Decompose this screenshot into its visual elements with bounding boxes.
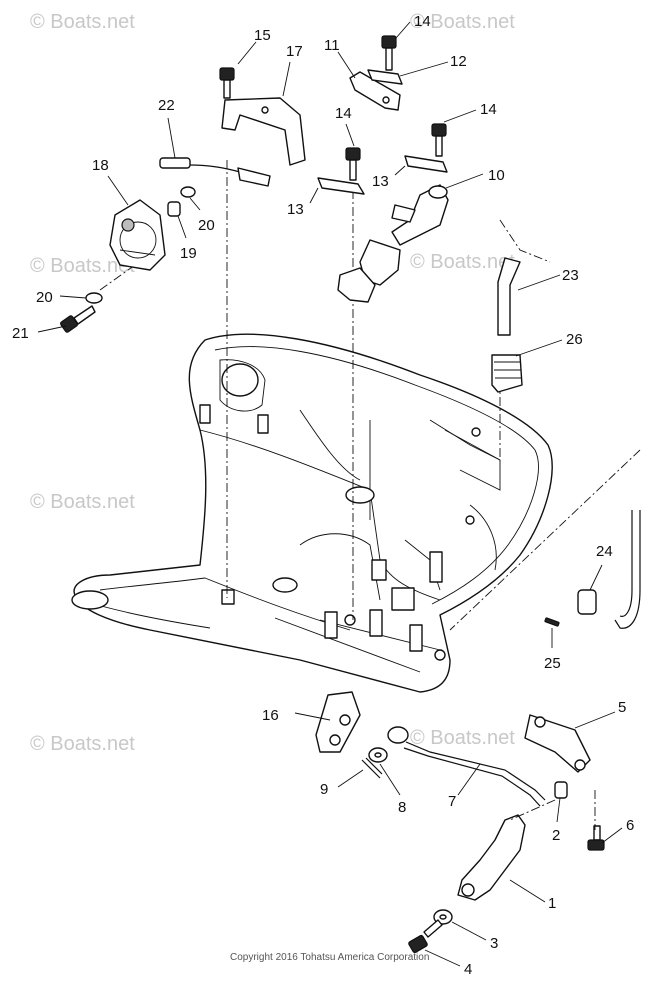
callout-13: 13 bbox=[372, 173, 389, 190]
watermark: © Boats.net bbox=[410, 11, 515, 33]
part-8-washer bbox=[368, 747, 388, 763]
callout-10: 10 bbox=[488, 167, 505, 184]
lower-cowling bbox=[71, 160, 641, 693]
callout-17: 17 bbox=[286, 43, 303, 60]
part-4-bolt bbox=[408, 919, 443, 954]
part-11-clip bbox=[349, 71, 401, 111]
part-18-actuator bbox=[109, 199, 166, 271]
watermark: © Boats.net bbox=[30, 255, 135, 277]
part-5-link bbox=[524, 714, 591, 773]
callout-14: 14 bbox=[335, 105, 352, 122]
callout-15: 15 bbox=[254, 27, 271, 44]
part-14-bolt-c bbox=[431, 123, 447, 157]
callout-20: 20 bbox=[36, 289, 53, 306]
callout-25: 25 bbox=[544, 655, 561, 672]
callout-14: 14 bbox=[480, 101, 497, 118]
callout-13: 13 bbox=[287, 201, 304, 218]
callout-9: 9 bbox=[320, 781, 328, 798]
callout-26: 26 bbox=[566, 331, 583, 348]
part-19-bushing bbox=[167, 201, 181, 217]
part-12-plate bbox=[367, 69, 403, 85]
part-10-shift-assembly bbox=[337, 184, 449, 303]
callout-12: 12 bbox=[450, 53, 467, 70]
part-17-bracket bbox=[221, 97, 306, 166]
watermark: © Boats.net bbox=[30, 11, 135, 33]
part-1-shift-lever bbox=[457, 790, 596, 901]
callout-23: 23 bbox=[562, 267, 579, 284]
callout-6: 6 bbox=[626, 817, 634, 834]
callout-19: 19 bbox=[180, 245, 197, 262]
callout-8: 8 bbox=[398, 799, 406, 816]
part-9-cotter-pin bbox=[361, 757, 383, 779]
watermark: © Boats.net bbox=[30, 491, 135, 513]
watermark: © Boats.net bbox=[410, 251, 515, 273]
part-25-pin bbox=[544, 617, 560, 627]
part-14-bolt-b bbox=[345, 147, 361, 181]
part-22-cable bbox=[159, 157, 271, 187]
callout-3: 3 bbox=[490, 935, 498, 952]
callout-21: 21 bbox=[12, 325, 29, 342]
cowling-posts bbox=[199, 404, 481, 661]
part-14-bolt-a bbox=[381, 35, 397, 71]
callout-7: 7 bbox=[448, 793, 456, 810]
part-20-washer-b bbox=[85, 292, 103, 304]
leader-lines bbox=[37, 21, 623, 967]
part-6-bolt bbox=[587, 825, 605, 851]
copyright-text: Copyright 2016 Tohatsu America Corporati… bbox=[230, 952, 429, 963]
part-16-plate bbox=[315, 691, 361, 753]
part-13-plate-b bbox=[404, 155, 448, 173]
callout-16: 16 bbox=[262, 707, 279, 724]
part-7-shift-rod bbox=[387, 726, 546, 807]
callout-labels: 15 17 11 14 12 22 14 14 18 13 10 13 20 1… bbox=[12, 13, 634, 978]
callout-1: 1 bbox=[548, 895, 556, 912]
callout-11: 11 bbox=[324, 37, 340, 54]
callout-4: 4 bbox=[464, 961, 472, 978]
watermark: © Boats.net bbox=[30, 733, 135, 755]
part-15-bolt bbox=[219, 67, 235, 99]
callout-5: 5 bbox=[618, 699, 626, 716]
watermark: © Boats.net bbox=[410, 727, 515, 749]
part-13-plate-a bbox=[317, 177, 365, 195]
part-20-washer-a bbox=[180, 186, 196, 198]
callout-14: 14 bbox=[414, 13, 431, 30]
part-24-fitting bbox=[577, 510, 641, 629]
part-2-collar bbox=[554, 781, 568, 799]
callout-2: 2 bbox=[552, 827, 560, 844]
callout-22: 22 bbox=[158, 97, 175, 114]
callout-24: 24 bbox=[596, 543, 613, 560]
part-21-bolt bbox=[60, 305, 96, 333]
callout-18: 18 bbox=[92, 157, 109, 174]
callout-20: 20 bbox=[198, 217, 215, 234]
part-26-grommet bbox=[491, 354, 523, 393]
part-23-hose bbox=[497, 257, 521, 336]
